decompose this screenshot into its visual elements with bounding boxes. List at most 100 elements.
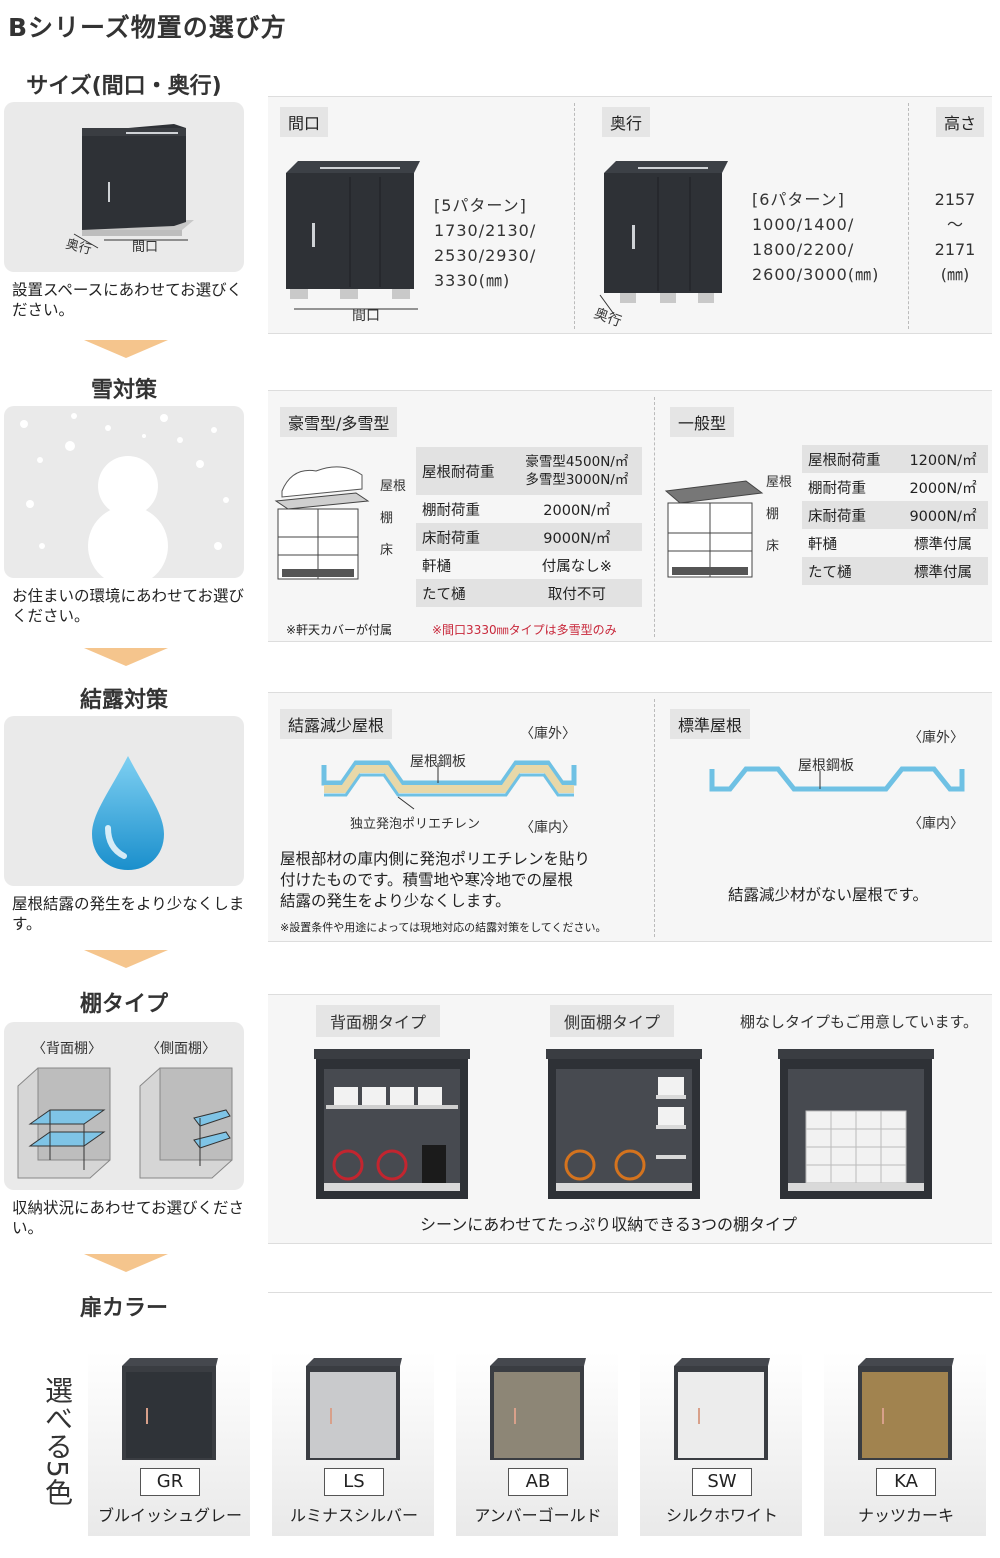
color-code: GR <box>140 1468 200 1496</box>
depth-value-line: 1800/2200/ <box>752 240 855 259</box>
color-card-sw[interactable]: SW <box>640 1352 802 1536</box>
standard-roof-chip: 標準屋根 <box>670 709 751 739</box>
part-label-roof: 屋根 <box>766 475 793 490</box>
color-card-ka[interactable]: KA <box>824 1352 986 1536</box>
general-shed-diagram <box>664 480 764 578</box>
height-range-sign: 〜 <box>946 215 963 234</box>
divider <box>574 103 575 329</box>
spec-value-line: 豪雪型4500N/㎡ <box>525 454 629 470</box>
divider <box>268 1292 992 1293</box>
snow-panel: 豪雪型/多雪型 屋根 棚 床 屋根耐荷重 豪雪型4500N/㎡ 多雪型3000N… <box>268 390 992 642</box>
heavy-snow-warning: ※間口3330㎜タイプは多雪型のみ <box>432 623 617 637</box>
color-name: アンバーゴールド <box>474 1506 602 1525</box>
color-card-ab[interactable]: AB <box>456 1352 618 1536</box>
no-shelf-note: 棚なしタイプもご用意しています。 <box>740 1013 979 1031</box>
shed-color-preview <box>858 1358 954 1460</box>
snow-illustration-card <box>4 406 244 586</box>
spec-label: 棚耐荷重 <box>416 495 512 523</box>
back-shelf-photo <box>314 1049 470 1199</box>
color-name: ナッツカーキ <box>857 1506 954 1525</box>
color-code: KA <box>876 1468 936 1496</box>
side-shelf-label: 〈側面棚〉 <box>146 1041 216 1057</box>
shed-size-illustration <box>73 124 194 249</box>
spec-value: 標準付属 <box>898 557 988 585</box>
shed-color-preview <box>490 1358 586 1460</box>
width-values: [5パターン] 1730/2130/ 2530/2930/ 3330(㎜) <box>434 193 536 293</box>
spec-label: 軒樋 <box>802 529 899 557</box>
shed-depth-illustration <box>599 161 728 318</box>
color-code: LS <box>324 1468 384 1496</box>
description-line: 結露の発生をより少なくします。 <box>280 892 511 910</box>
divider <box>654 397 655 637</box>
color-card-gr[interactable]: GR <box>88 1352 250 1536</box>
no-shelf-photo <box>778 1049 934 1199</box>
height-min: 2157 <box>934 190 976 209</box>
snow-left-text: お住まいの環境にあわせてお選びください。 <box>12 587 245 625</box>
table-row: たて樋取付不可 <box>416 579 642 607</box>
table-row: たて樋標準付属 <box>802 557 988 585</box>
divider <box>908 103 909 329</box>
standard-roof-description: 結露減少材がない屋根です。 <box>728 886 928 904</box>
part-label-shelf: 棚 <box>766 507 780 522</box>
spec-value: 9000N/㎡ <box>511 523 642 551</box>
table-row: 屋根耐荷重 豪雪型4500N/㎡ 多雪型3000N/㎡ <box>416 447 642 495</box>
width-value-line: 3330(㎜) <box>434 271 511 290</box>
width-diagram-label: 間口 <box>132 240 159 255</box>
depth-chip: 奥行 <box>602 107 651 137</box>
table-row: 軒樋標準付属 <box>802 529 988 557</box>
color-name: ブルイッシュグレー <box>97 1506 242 1525</box>
color-swatch-row: GR ブルイッシュグレー LS ルミナスシルバー AB アンバーゴールド SW … <box>88 1352 1000 1548</box>
roof-steel-label: 屋根鋼板 <box>798 758 854 774</box>
reduced-roof-profile-diagram <box>321 760 577 810</box>
roof-steel-label: 屋根鋼板 <box>410 754 466 770</box>
spec-value: 豪雪型4500N/㎡ 多雪型3000N/㎡ <box>511 447 642 495</box>
height-chip: 高さ <box>936 107 985 137</box>
size-section-title: サイズ(間口・奥行) <box>26 74 222 99</box>
down-arrow-icon <box>84 950 168 968</box>
spec-value: 取付不可 <box>511 579 642 607</box>
depth-values: [6パターン] 1000/1400/ 1800/2200/ 2600/3000(… <box>752 187 879 287</box>
color-name: シルクホワイト <box>665 1506 778 1525</box>
shed-width-illustration <box>286 161 420 310</box>
spec-value: 1200N/㎡ <box>898 445 988 473</box>
standard-roof-profile-diagram <box>709 766 965 792</box>
height-values: 2157 〜 2171 (㎜) <box>922 187 988 287</box>
spec-label: たて樋 <box>416 579 512 607</box>
inside-label: 〈庫内〉 <box>520 820 576 836</box>
shed-color-preview <box>122 1358 218 1460</box>
heavy-part-labels: 屋根 棚 床 <box>380 471 406 567</box>
size-panel: 間口 間口 [5パターン] 1730/2130/ 2530/2930/ 3330… <box>268 96 992 334</box>
five-colors-vertical-label: 選べる5色 <box>41 1376 74 1506</box>
color-card-ls[interactable]: LS <box>272 1352 434 1536</box>
back-shelf-type-chip: 背面棚タイプ <box>316 1005 441 1037</box>
spec-label: 屋根耐荷重 <box>416 447 512 495</box>
side-shelf-type-chip: 側面棚タイプ <box>550 1005 675 1037</box>
spec-value: 2000N/㎡ <box>511 495 642 523</box>
reduced-roof-description: 屋根部材の庫内側に発泡ポリエチレンを貼り 付けたものです。積雪地や寒冷地での屋根… <box>280 849 590 912</box>
spec-label: たて樋 <box>802 557 899 585</box>
color-code: SW <box>692 1468 752 1496</box>
size-left-text: 設置スペースにあわせてお選びください。 <box>12 281 243 319</box>
spec-value: 付属なし※ <box>511 551 642 579</box>
heavy-snow-shed-diagram <box>274 466 370 580</box>
back-shelf-label: 〈背面棚〉 <box>32 1041 102 1057</box>
width-value-line: 1730/2130/ <box>434 221 537 240</box>
spec-label: 棚耐荷重 <box>802 473 899 501</box>
shelf-section-title: 棚タイプ <box>79 992 168 1017</box>
spec-label: 床耐荷重 <box>416 523 512 551</box>
outside-label: 〈庫外〉 <box>520 726 576 742</box>
general-part-labels: 屋根 棚 床 <box>766 467 792 563</box>
side-shelf-photo <box>546 1049 702 1199</box>
inside-label: 〈庫内〉 <box>908 816 964 832</box>
width-dimension-label: 間口 <box>352 308 380 324</box>
table-row: 軒樋付属なし※ <box>416 551 642 579</box>
spec-value: 9000N/㎡ <box>898 501 988 529</box>
spec-value-line: 多雪型3000N/㎡ <box>525 472 629 488</box>
part-label-floor: 床 <box>380 543 394 558</box>
snow-section-title: 雪対策 <box>90 378 157 403</box>
shelf-panel: 背面棚タイプ 側面棚タイプ 棚なしタイプもご用意しています。 シ <box>268 994 992 1244</box>
description-line: 屋根部材の庫内側に発泡ポリエチレンを貼り <box>280 850 591 868</box>
